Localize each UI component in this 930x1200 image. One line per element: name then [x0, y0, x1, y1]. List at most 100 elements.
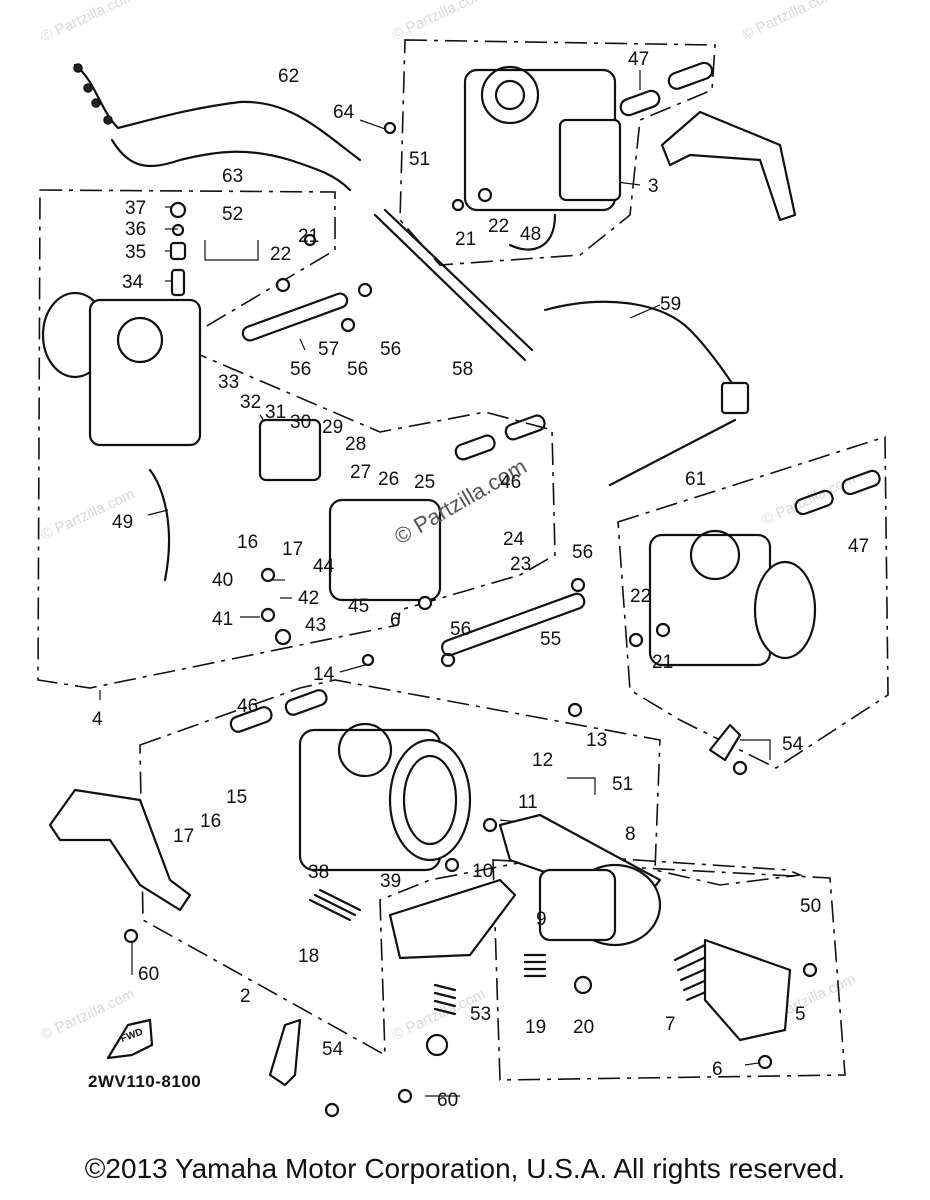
watermark: © Partzilla.com: [39, 0, 138, 46]
callout: 16: [200, 811, 221, 832]
float-bowl: [328, 498, 442, 602]
callout: 40: [212, 570, 233, 591]
throttle-linkage: [373, 208, 750, 487]
fuel-hose-63: [110, 138, 352, 192]
screw-icon: [482, 817, 498, 833]
hose-49: [148, 468, 171, 582]
callout: 8: [625, 824, 636, 845]
callout: 6: [712, 1059, 723, 1080]
callout: 53: [470, 1004, 491, 1025]
carb-hose-48: [508, 213, 557, 251]
clip-icon: [440, 652, 456, 668]
callout: 20: [573, 1017, 594, 1038]
assembly-2-boundary: [139, 679, 804, 1057]
carb-bore-3: [480, 65, 540, 125]
spring-53: [433, 983, 457, 1016]
callout: 63: [222, 166, 243, 187]
callout: 17: [173, 826, 194, 847]
carb-bore-inner: [494, 79, 526, 111]
hose-47: [667, 61, 714, 90]
carburetor-assembly-2: [48, 689, 792, 1087]
carburetor-assembly-4: [41, 291, 546, 602]
carb-intake-2: [388, 738, 472, 862]
spring-7: [673, 943, 724, 1002]
screw-icon: [417, 595, 433, 611]
callout: 16: [237, 532, 258, 553]
callout: 61: [685, 469, 706, 490]
carb-intake-inner: [402, 754, 458, 846]
callout: 62: [278, 66, 299, 87]
clip-icon: [340, 317, 356, 333]
callout: 7: [665, 1014, 676, 1035]
callout: 46: [237, 696, 258, 717]
hose-46-upper: [504, 414, 546, 441]
carb-bore-4: [116, 316, 164, 364]
callout: 54: [322, 1039, 344, 1060]
callout: 35: [125, 242, 146, 263]
callout: 31: [265, 402, 286, 423]
callout: 25: [414, 472, 435, 493]
hose-46-lower: [284, 689, 328, 716]
callout: 22: [488, 216, 509, 237]
screw-icon: [123, 928, 139, 944]
assembly-lower-right-boundary: [492, 859, 846, 1081]
callout: 38: [308, 862, 329, 883]
callout: 56: [572, 542, 593, 563]
callout: 4: [92, 709, 103, 730]
link-rod-58-edge: [383, 208, 534, 352]
carb-body-right: [648, 533, 772, 667]
screw-icon: [397, 1088, 413, 1104]
callout: 42: [298, 588, 319, 609]
callout: 46: [500, 472, 521, 493]
callout: 52: [222, 204, 243, 225]
callout: 6: [390, 610, 401, 631]
callout: 22: [630, 586, 651, 607]
fwd-arrow-shape: [106, 1018, 154, 1060]
callout: 17: [282, 539, 303, 560]
screw-icon: [451, 198, 465, 212]
hose-47-right: [841, 469, 881, 496]
callout: 15: [226, 787, 247, 808]
carb-bore-2: [337, 722, 393, 778]
callout: 56: [347, 359, 368, 380]
callout: 60: [437, 1090, 458, 1111]
float-bracket: [388, 878, 517, 960]
callout: 60: [138, 964, 159, 985]
callout: 50: [800, 896, 821, 917]
hose-46-upper: [454, 434, 496, 461]
rod-61: [608, 418, 737, 487]
callout: 3: [648, 176, 659, 197]
callout: 11: [518, 792, 538, 813]
screw-icon: [732, 760, 748, 776]
callout: 47: [628, 49, 649, 70]
callout: 56: [380, 339, 401, 360]
link-rod-58: [373, 213, 527, 362]
callout: 32: [240, 392, 261, 413]
piston-body-9: [538, 868, 617, 942]
callout: 5: [795, 1004, 806, 1025]
assembly-boundaries: [37, 39, 889, 1081]
callout: 49: [112, 512, 133, 533]
washer-icon: [477, 187, 493, 203]
cable-bracket: [720, 381, 750, 415]
fuel-hose-62: [73, 63, 362, 162]
o-ring-icon: [444, 857, 460, 873]
callout: 47: [848, 536, 869, 557]
carb-body-4: [88, 298, 202, 447]
assembly-right-boundary: [617, 435, 889, 769]
callout: 10: [472, 861, 493, 882]
hose-47: [619, 89, 661, 117]
o-ring-icon: [171, 223, 185, 237]
screw-icon: [628, 632, 644, 648]
jet-icon: [260, 567, 276, 583]
screw-icon: [303, 233, 317, 247]
hose-clamp-icon: [73, 63, 83, 73]
spring-19: [523, 953, 547, 978]
callout: 12: [532, 750, 553, 771]
callout: 21: [455, 229, 476, 250]
plug-icon: [274, 628, 292, 646]
knob-icon: [425, 1033, 449, 1057]
watermark: © Partzilla.com: [760, 471, 859, 529]
carb-cover-right: [753, 560, 817, 660]
hose-clamp-icon: [91, 98, 101, 108]
